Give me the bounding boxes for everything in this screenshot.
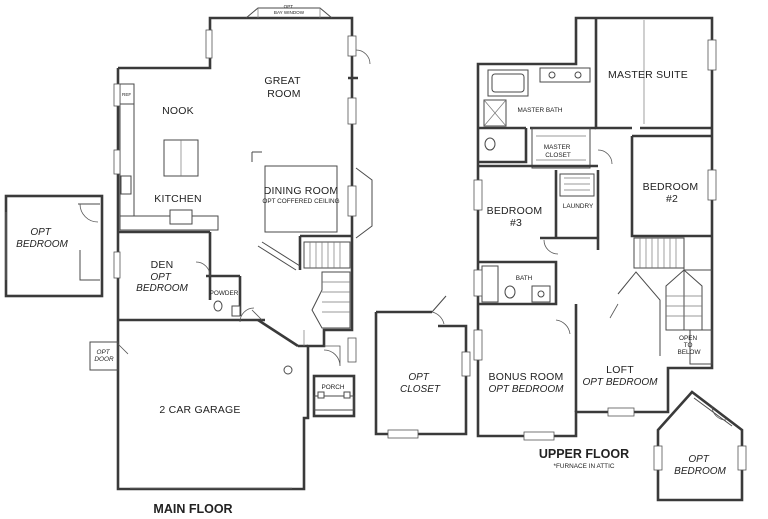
powder-label: POWDER <box>210 290 239 297</box>
master-toilet <box>484 137 496 151</box>
master-closet-label: MASTER CLOSET <box>544 144 572 159</box>
upper-stairs <box>617 237 712 356</box>
dining-note-label: OPT COFFERED CEILING <box>262 198 339 205</box>
kitchen-counter-west <box>119 83 135 231</box>
bonus-room-label: BONUS ROOM <box>489 371 564 383</box>
bay-window <box>245 7 333 19</box>
open-to-below-label: OPEN TO BELOW <box>677 335 701 356</box>
opt-bedroom-right <box>656 390 744 502</box>
den-label: DEN <box>151 259 174 271</box>
loft-label: LOFT <box>606 364 634 376</box>
svg-text:REF: REF <box>122 92 131 97</box>
upper-sink <box>531 285 551 303</box>
opt-door-label: OPT DOOR <box>94 349 114 363</box>
upper-tub <box>481 265 499 303</box>
den-walls <box>118 230 265 322</box>
powder-toilet <box>213 300 223 312</box>
main-stairs <box>303 241 351 329</box>
powder-sink <box>231 305 241 317</box>
master-bath-label: MASTER BATH <box>518 107 563 114</box>
master-suite-label: MASTER SUITE <box>608 69 688 81</box>
den-opt-label: OPT BEDROOM <box>136 272 188 294</box>
dining-room-label: DINING ROOM <box>264 185 339 197</box>
kitchen-counter-south <box>119 215 219 231</box>
opt-bay-window-label: OPT BAY WINDOW <box>274 4 305 15</box>
great-room-label: GREAT ROOM <box>264 75 303 100</box>
furnace-note: *FURNACE IN ATTIC <box>554 463 615 470</box>
stair-walls <box>257 234 352 348</box>
opt-closet <box>374 310 468 436</box>
bonus-opt-label: OPT BEDROOM <box>488 384 564 395</box>
master-bath-walls <box>478 126 596 164</box>
kitchen-label: KITCHEN <box>154 193 202 205</box>
upper-bath-walls <box>478 260 558 306</box>
upper-floor-plan: MASTER SUITE MASTER BATH MASTER CLOSET B… <box>374 16 747 502</box>
sink <box>120 175 132 195</box>
main-floor-plan: REF <box>4 4 373 516</box>
range <box>169 209 193 225</box>
opt-bedroom-left-label: OPT BEDROOM <box>16 227 68 250</box>
bedroom-2-walls <box>630 134 712 238</box>
opt-bedroom-right-label: OPT BEDROOM <box>674 454 726 477</box>
bedroom-2-label: BEDROOM #2 <box>643 181 702 205</box>
bedroom-3-label: BEDROOM #3 <box>487 205 546 229</box>
bath-label: BATH <box>516 275 533 282</box>
garage-label: 2 CAR GARAGE <box>159 404 240 416</box>
nook-label: NOOK <box>162 105 194 117</box>
vanity <box>539 67 591 83</box>
opt-closet-label: OPT CLOSET <box>400 372 441 395</box>
bedroom-3-walls <box>478 164 600 250</box>
upper-toilet <box>504 285 516 299</box>
loft-opt-label: OPT BEDROOM <box>582 377 658 388</box>
upper-floor-title: UPPER FLOOR <box>539 447 629 461</box>
main-floor-title: MAIN FLOOR <box>153 502 232 516</box>
laundry-label: LAUNDRY <box>563 203 594 210</box>
dining-coffer <box>264 165 338 233</box>
opt-door-area <box>89 341 119 371</box>
porch-label: PORCH <box>321 384 344 391</box>
